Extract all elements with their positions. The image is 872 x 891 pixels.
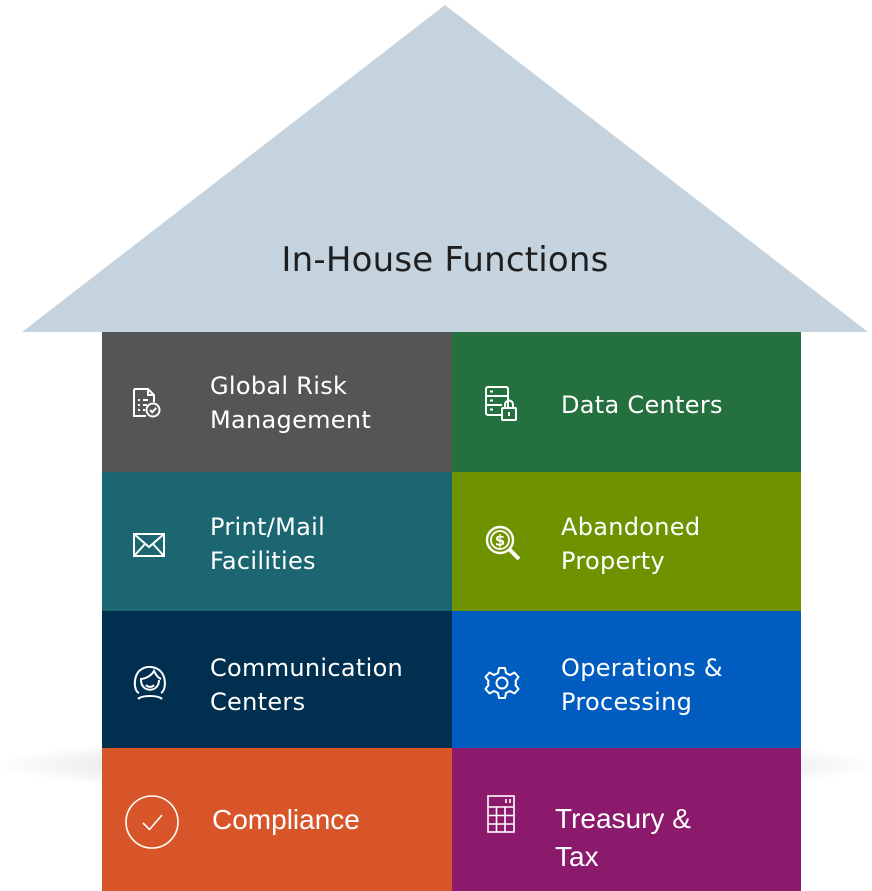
calculator-icon [487, 795, 515, 833]
roof-title: In-House Functions [281, 240, 609, 280]
block-label: Operations & Processing [561, 654, 723, 716]
block-data-centers: Data Centers [452, 332, 801, 472]
person-headset-icon [133, 665, 166, 700]
house-roof [22, 5, 868, 332]
block-label: Communication Centers [210, 654, 404, 716]
gear-icon [484, 667, 520, 699]
check-circle-icon [125, 795, 179, 849]
block-abandoned-property: $ Abandoned Property [452, 472, 801, 611]
block-operations-processing: Operations & Processing [452, 611, 801, 748]
block-label: Abandoned Property [561, 513, 701, 575]
block-compliance: Compliance [102, 748, 452, 891]
envelope-icon [133, 533, 165, 557]
block-print-mail-facilities: Print/Mail Facilities [102, 472, 452, 611]
svg-text:$: $ [495, 532, 505, 550]
block-label: Print/Mail Facilities [210, 513, 326, 575]
block-communication-centers: Communication Centers [102, 611, 452, 748]
block-label: Data Centers [561, 391, 723, 419]
block-treasury-tax: Treasury & Tax [452, 748, 801, 891]
block-label: Treasury & Tax [555, 803, 691, 872]
block-label: Global Risk Management [210, 372, 372, 434]
server-lock-icon [485, 386, 517, 421]
document-checklist-icon [133, 388, 161, 418]
dollar-search-icon: $ [485, 525, 521, 561]
block-global-risk-management: Global Risk Management [102, 332, 452, 472]
block-label: Compliance [212, 804, 360, 835]
